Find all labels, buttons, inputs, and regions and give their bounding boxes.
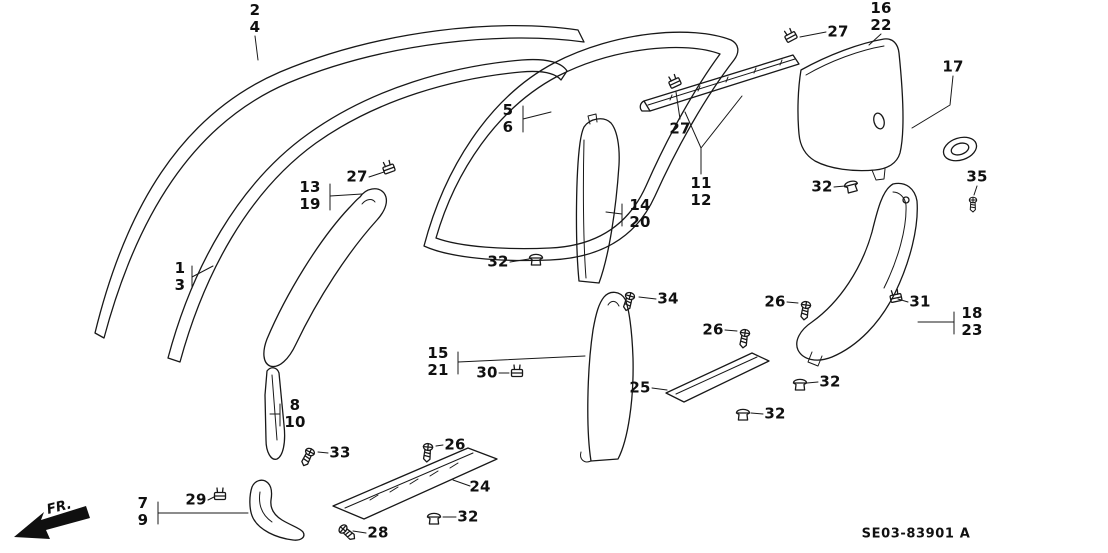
part-callout: 27 — [827, 22, 849, 41]
diagram-code: SE03-83901 A — [861, 526, 971, 542]
clip-icon — [665, 72, 683, 90]
grommet-icon — [735, 408, 751, 421]
screw-icon — [298, 446, 317, 469]
clip-icon — [510, 364, 524, 378]
part-callout: 26 — [764, 292, 786, 311]
part-callout: 29 — [185, 490, 207, 509]
part-callout: 35 — [966, 167, 988, 186]
front-door-opening-molding — [94, 24, 585, 339]
part-callout: 7 9 — [137, 494, 149, 529]
front-sill-scuff-plate — [332, 447, 498, 520]
part-callout: 17 — [942, 57, 964, 76]
screw-icon — [621, 290, 636, 313]
fr-direction-arrow: FR. — [14, 496, 90, 539]
kick-panel-bracket — [249, 479, 305, 541]
part-callout: 33 — [329, 443, 351, 462]
part-callout: 11 12 — [690, 174, 712, 209]
clip-icon — [781, 26, 799, 44]
grommet-icon — [528, 253, 544, 266]
part-callout: 31 — [909, 292, 931, 311]
part-callout: 32 — [487, 252, 509, 271]
part-callout: 32 — [811, 177, 833, 196]
part-callout: 15 21 — [427, 344, 449, 379]
screw-icon — [798, 300, 812, 322]
part-callout: 14 20 — [629, 196, 651, 231]
center-pillar-garnish-upper — [575, 113, 620, 284]
part-callout: 32 — [457, 507, 479, 526]
clip-icon — [213, 487, 227, 501]
screw-icon — [421, 442, 434, 463]
part-callout: 2 4 — [249, 1, 261, 36]
part-callout: 26 — [444, 435, 466, 454]
seal-ring — [942, 136, 978, 162]
part-callout: 1 3 — [174, 259, 186, 294]
fr-label: FR. — [45, 496, 73, 518]
part-callout: 18 23 — [961, 304, 983, 339]
screw-icon — [968, 196, 978, 213]
grommet-icon — [426, 512, 442, 525]
front-door-trim-strip — [264, 367, 286, 460]
part-callout: 34 — [657, 289, 679, 308]
rear-sill-scuff-plate — [665, 352, 770, 403]
rear-pillar-lower-garnish — [796, 182, 918, 367]
part-callout: 32 — [764, 404, 786, 423]
part-callout: 27 — [669, 119, 691, 138]
quarter-pillar-garnish — [797, 38, 904, 181]
leader-lines — [157, 31, 978, 534]
part-callout: 8 10 — [284, 396, 306, 431]
part-callout: 25 — [629, 378, 651, 397]
screw-icon — [737, 328, 751, 350]
part-callout: 28 — [367, 523, 389, 542]
part-callout: 16 22 — [870, 0, 892, 34]
center-pillar-garnish-lower — [580, 291, 634, 463]
front-pillar-garnish — [263, 188, 388, 368]
part-callout: 32 — [819, 372, 841, 391]
grommet-icon — [843, 179, 860, 195]
front-door-opening-trim — [167, 58, 568, 363]
roof-side-garnish — [639, 54, 800, 112]
part-callout: 24 — [469, 477, 491, 496]
part-callout: 5 6 — [502, 101, 514, 136]
part-callout: 26 — [702, 320, 724, 339]
part-callout: 27 — [346, 167, 368, 186]
grommet-icon — [792, 378, 808, 391]
screw-icon — [336, 522, 359, 543]
part-callout: 30 — [476, 363, 498, 382]
part-callout: 13 19 — [299, 178, 321, 213]
